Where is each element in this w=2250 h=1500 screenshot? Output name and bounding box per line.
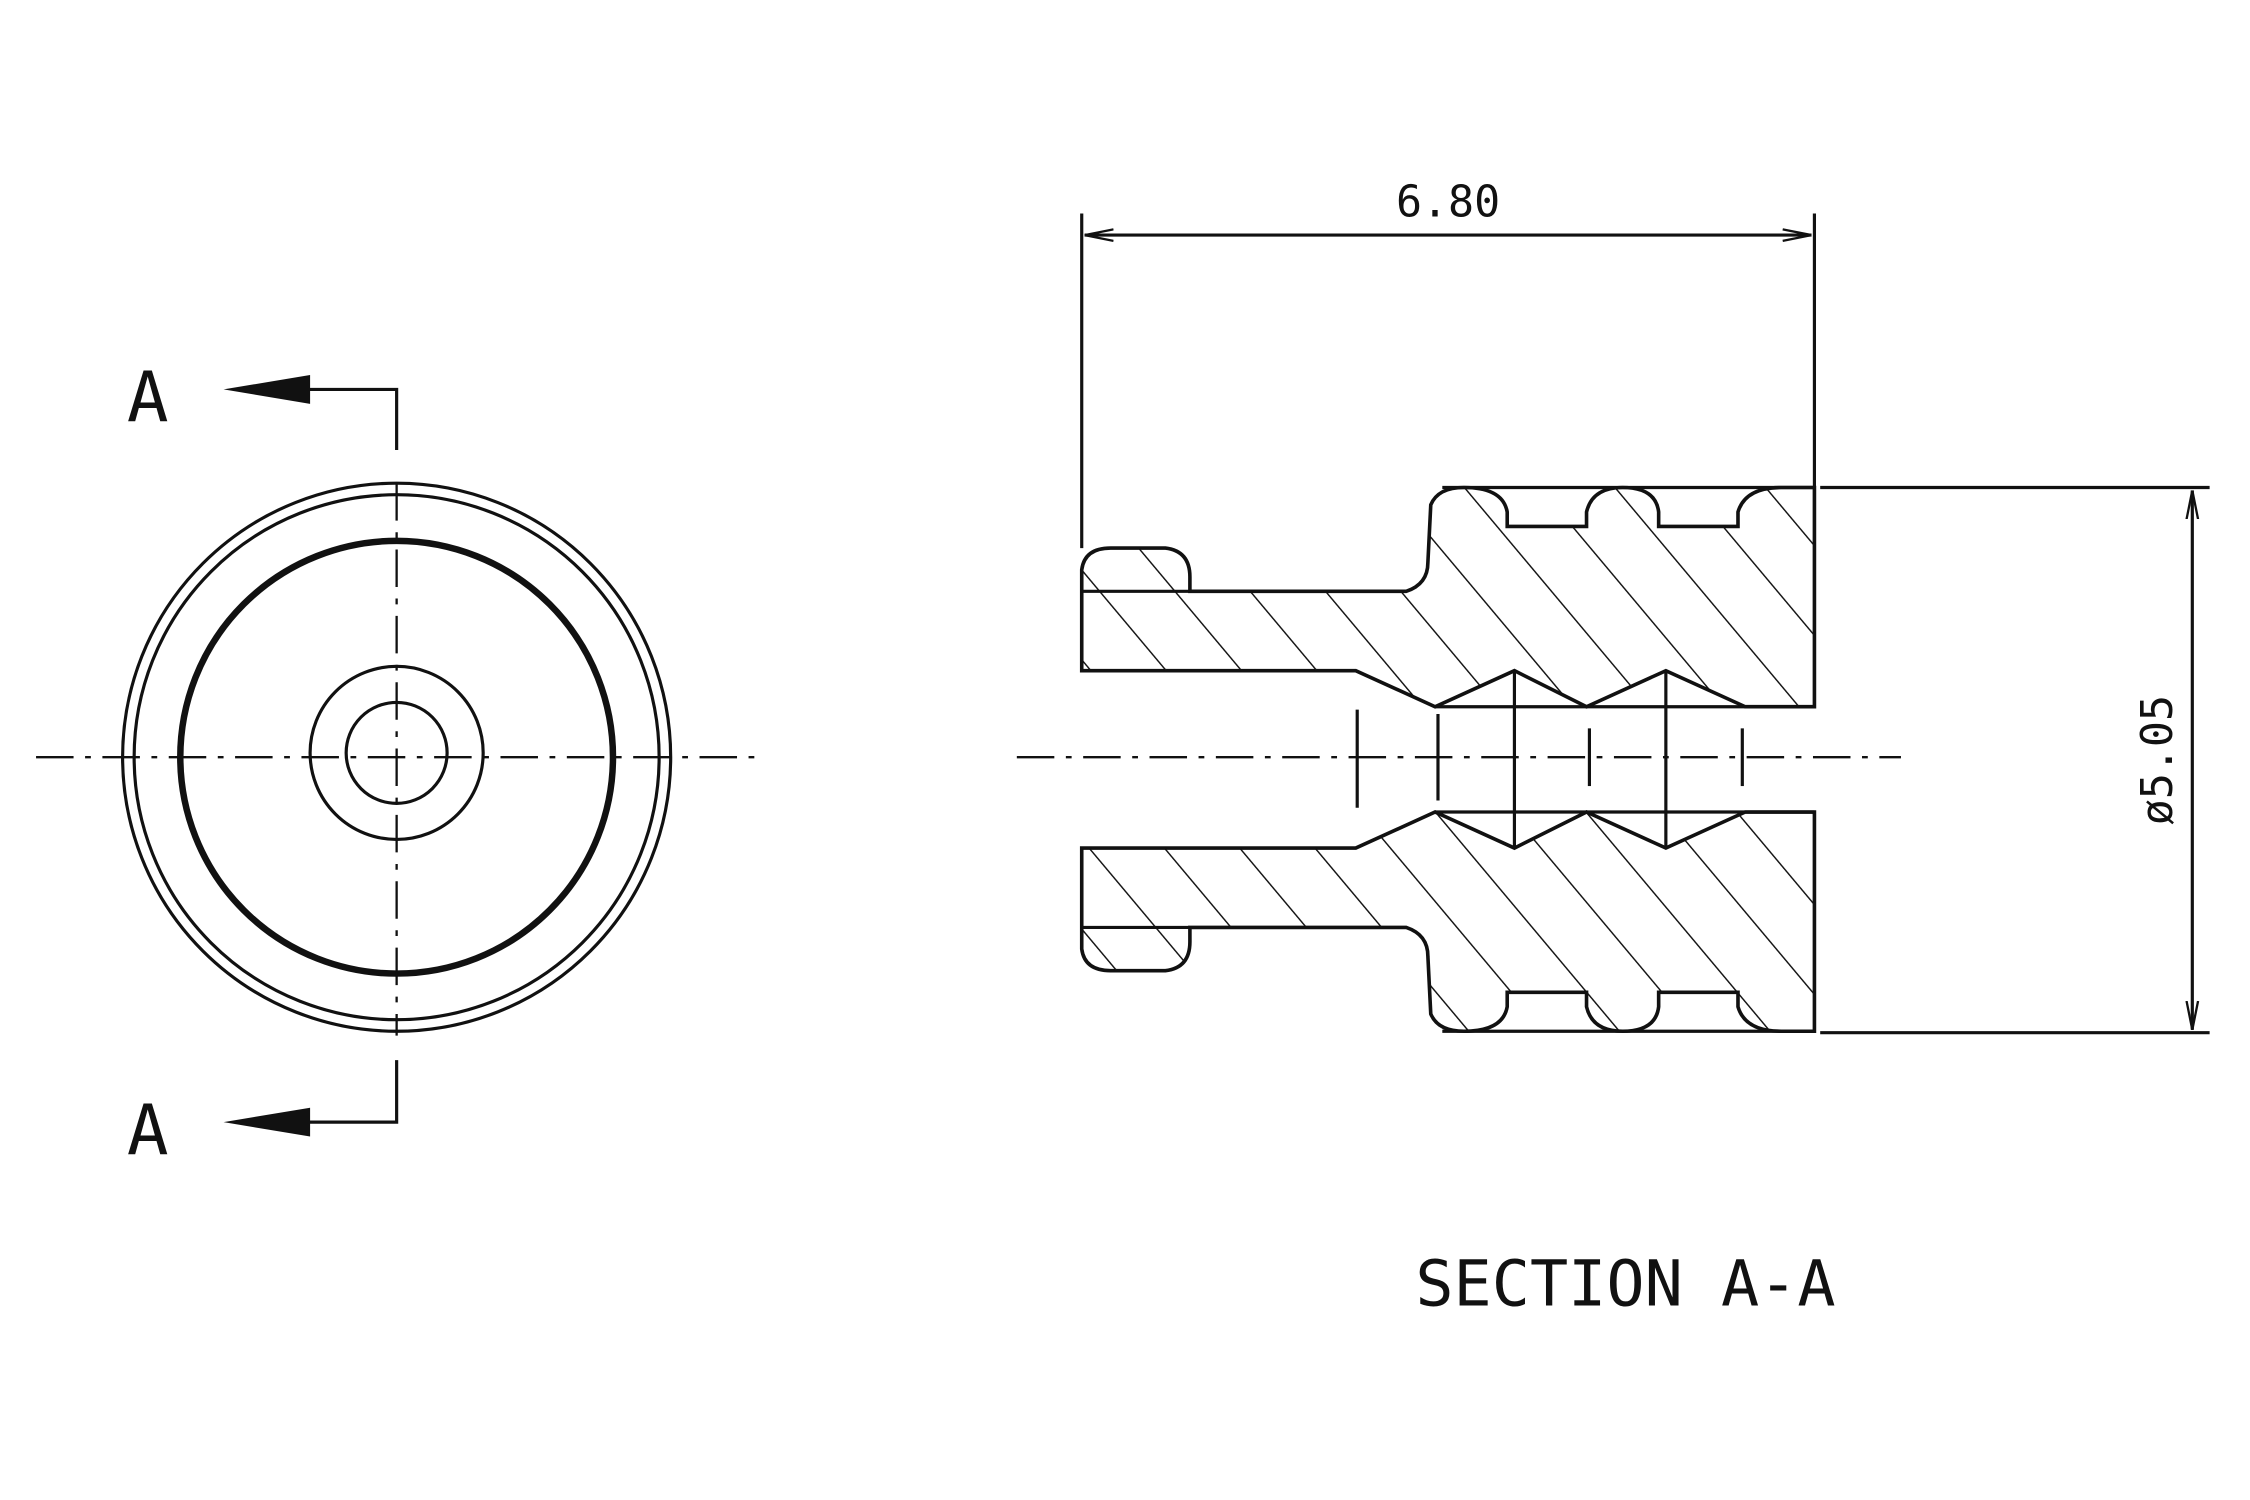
section-marker-top: A (127, 358, 169, 438)
section-title: SECTION A-A (1415, 1246, 1835, 1320)
section-line-bottom (305, 1060, 399, 1124)
section-arrow-top-icon (223, 375, 311, 404)
section-upper-half (1079, 485, 1817, 709)
diameter-dimension: ø5.05 (2133, 695, 2183, 825)
section-marker-bottom: A (127, 1091, 169, 1171)
section-lower-half (1079, 810, 1817, 1034)
section-arrow-bottom-icon (223, 1107, 311, 1137)
front-view: A A (36, 358, 758, 1171)
section-view: 6.80 ø5.05 SECTION A-A (1016, 177, 2210, 1320)
length-dimension: 6.80 (1396, 177, 1500, 227)
section-line-top (305, 387, 399, 450)
